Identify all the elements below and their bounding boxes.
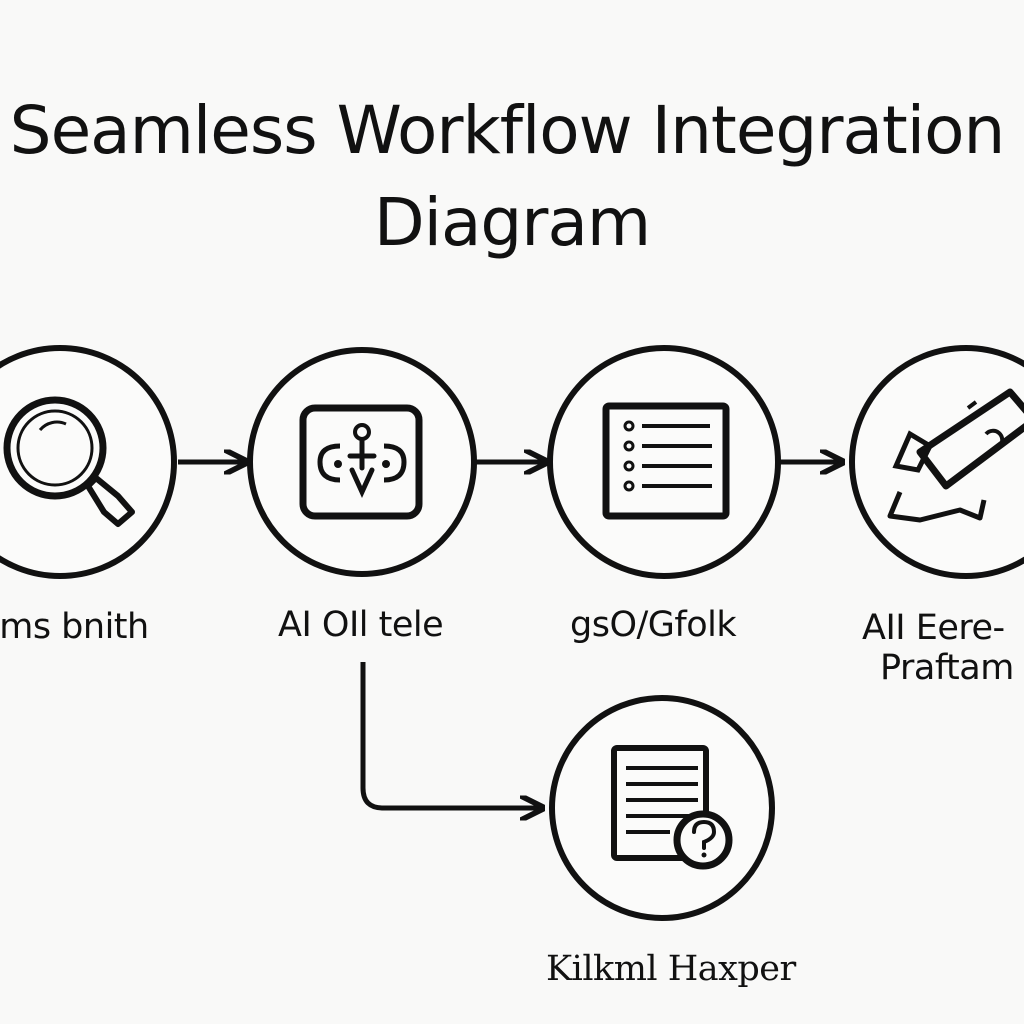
node-5-label: Kilkml Haxper [546, 949, 796, 989]
edge-n2-n5 [360, 662, 540, 808]
node-1-label: ims bnith [0, 607, 149, 647]
checklist-document-icon [602, 402, 730, 520]
document-question-icon [611, 745, 733, 870]
node-4 [849, 345, 1024, 579]
pen-tool-icon [887, 388, 1024, 523]
node-2-label: AI OIl tele [278, 605, 444, 645]
node-5 [549, 695, 775, 921]
magnifying-glass-icon [3, 396, 135, 527]
node-3-label: gsO/Gfolk [570, 605, 737, 645]
diagram-title-line-2: Diagram [373, 184, 651, 261]
node-1 [0, 345, 177, 579]
node-4-label: AII Eere- Praftam [862, 608, 1014, 689]
node-4-label-line-2: Praftam [880, 648, 1014, 689]
node-3 [547, 345, 781, 579]
node-2 [247, 347, 477, 577]
ai-chip-icon [299, 404, 423, 520]
node-4-label-line-1: AII Eere- [862, 608, 1005, 648]
diagram-title-line-1: Seamless Workflow Integration [9, 92, 1006, 169]
